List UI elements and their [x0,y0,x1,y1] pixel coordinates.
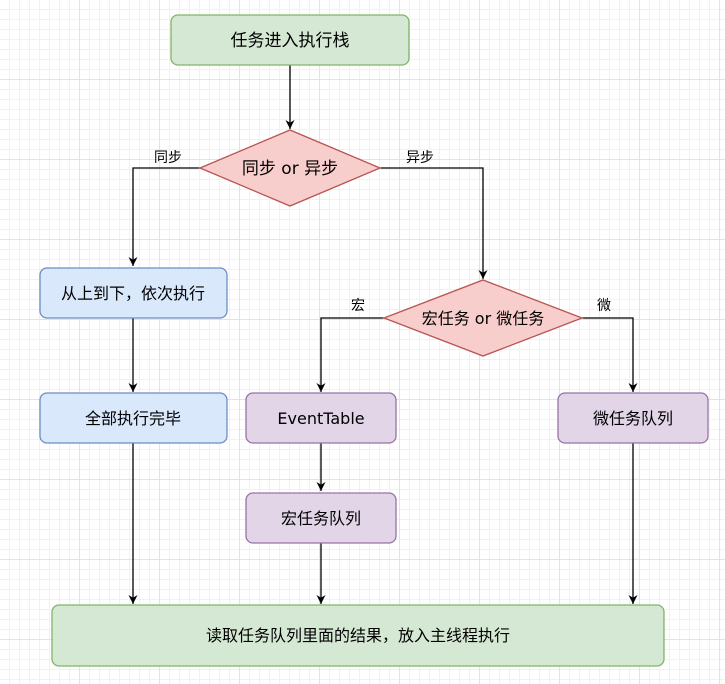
node-macro-or-micro-label: 宏任务 or 微任务 [422,309,545,328]
node-micro-queue-label: 微任务队列 [593,409,673,428]
node-event-table-label: EventTable [277,409,364,428]
node-top-down: 从上到下，依次执行 [39,267,228,319]
node-macro-queue: 宏任务队列 [245,492,397,544]
node-micro-queue: 微任务队列 [557,392,709,444]
edge-label-async: 异步 [406,150,434,166]
node-end-label: 读取任务队列里面的结果，放入主线程执行 [206,626,510,645]
edge-label-sync: 同步 [154,150,182,166]
node-event-table: EventTable [245,392,397,444]
node-end: 读取任务队列里面的结果，放入主线程执行 [51,604,665,667]
node-start-label: 任务进入执行栈 [231,31,350,51]
edge-async [380,167,488,279]
edge-macro [316,317,384,392]
node-all-done-label: 全部执行完毕 [85,409,181,428]
node-macro-queue-label: 宏任务队列 [281,509,361,528]
node-macro-or-micro: 宏任务 or 微任务 [382,279,584,357]
node-sync-or-async: 同步 or 异步 [198,129,382,207]
edge-micro [582,317,638,392]
node-start: 任务进入执行栈 [170,14,410,66]
node-all-done: 全部执行完毕 [39,392,228,444]
edge-label-micro: 微 [597,298,611,314]
edge-label-macro: 宏 [351,298,365,314]
node-sync-or-async-label: 同步 or 异步 [242,159,338,179]
edge-sync [128,167,200,266]
edges [128,65,638,604]
node-top-down-label: 从上到下，依次执行 [61,284,205,303]
